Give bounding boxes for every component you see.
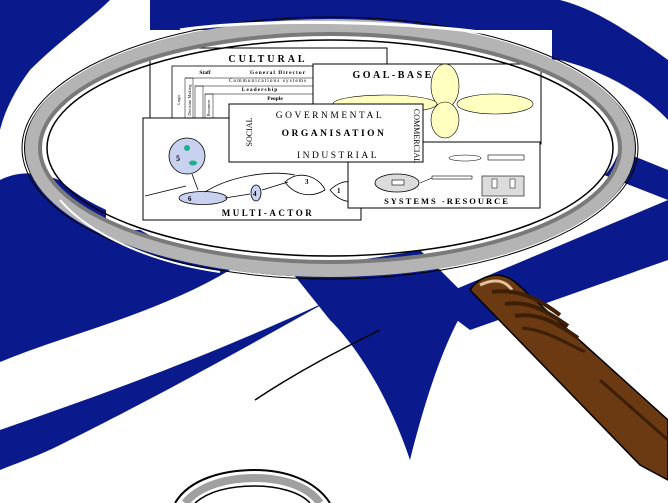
resources-label: Resources (206, 99, 211, 116)
second-magnifier-rim (175, 470, 330, 503)
cultural-title: CULTURAL (228, 54, 307, 65)
organisation-label: ORGANISATION (282, 129, 387, 139)
commercial-label: COMMERCIAL (412, 109, 421, 163)
node-label-4: 4 (253, 190, 257, 198)
comms-label: Communications systems (229, 78, 307, 84)
social-label: SOCIAL (245, 117, 254, 146)
staff-label: Staff (199, 70, 210, 76)
node-label-3: 3 (305, 178, 309, 186)
node-label-6: 6 (188, 195, 192, 203)
decision-label: Decision Making (187, 84, 192, 116)
node-label-1: 1 (337, 187, 341, 195)
multi-actor-title: MULTI-ACTOR (222, 208, 315, 218)
systems-resource-title: SYSTEMS -RESOURCE (384, 196, 510, 206)
logo-label: Logo (176, 95, 181, 105)
node-label-5: 5 (176, 154, 180, 163)
node-5-circle (169, 138, 205, 174)
goal-based-title: GOAL-BASED (352, 70, 443, 81)
leadership-label: Leadership (242, 87, 279, 93)
governmental-panel: GOVERNMENTAL ORGANISATION INDUSTRIAL SOC… (229, 104, 423, 163)
magnifier-handle (470, 275, 668, 480)
director-label: General Director (250, 70, 306, 76)
governmental-label: GOVERNMENTAL (276, 111, 384, 121)
industrial-label: INDUSTRIAL (297, 151, 379, 161)
people-label: People (267, 96, 283, 102)
